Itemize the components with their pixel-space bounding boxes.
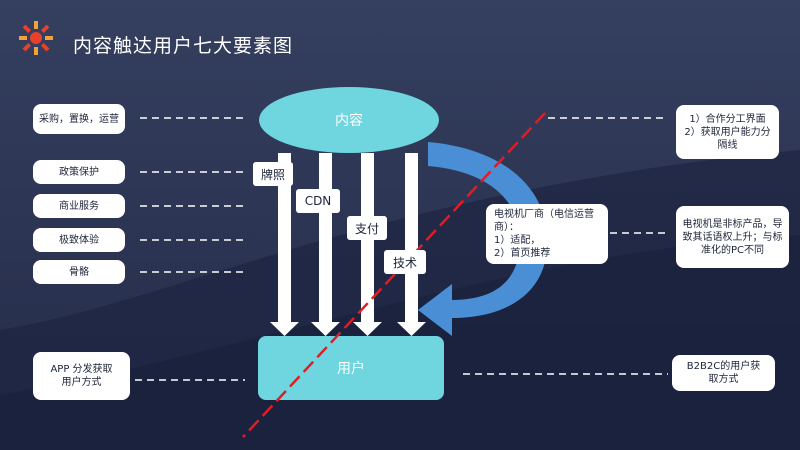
user-node-label: 用户 xyxy=(337,361,365,377)
sun-burst-logo-icon xyxy=(19,21,53,55)
curved-arrow-icon xyxy=(418,142,548,336)
left-factor-box: 政策保护 xyxy=(33,160,125,184)
right-note-middle: 电视机是非标产品，导致其话语权上升；与标准化的PC不同 xyxy=(676,206,789,268)
down-arrow-icon xyxy=(353,153,382,336)
arrow-label-tech: 技术 xyxy=(384,250,426,274)
arrow-label-payment: 支付 xyxy=(347,216,387,240)
tv-maker-note: 电视机厂商（电信运营商）： 1）适配， 2）首页推荐 xyxy=(486,204,608,264)
right-note-top: 1）合作分工界面 2）获取用户能力分隔线 xyxy=(676,105,779,159)
app-distribution-box: APP 分发获取用户方式 xyxy=(33,352,130,400)
left-factor-box: 极致体验 xyxy=(33,228,125,252)
left-factor-box: 商业服务 xyxy=(33,194,125,218)
divider-line xyxy=(242,112,546,438)
left-factor-box: 采购，置换，运营 xyxy=(33,104,125,134)
content-node xyxy=(259,87,439,153)
content-node-label: 内容 xyxy=(335,113,363,129)
down-arrow-icon xyxy=(270,153,299,336)
down-arrow-icon xyxy=(397,153,426,336)
down-arrow-icon xyxy=(311,153,340,336)
arrow-label-license: 牌照 xyxy=(253,162,293,186)
user-node xyxy=(258,336,444,400)
right-note-bottom: B2B2C的用户获取方式 xyxy=(672,355,775,391)
left-factor-box: 骨骼 xyxy=(33,260,125,284)
arrow-label-cdn: CDN xyxy=(296,189,340,213)
page-title: 内容触达用户七大要素图 xyxy=(73,35,294,57)
